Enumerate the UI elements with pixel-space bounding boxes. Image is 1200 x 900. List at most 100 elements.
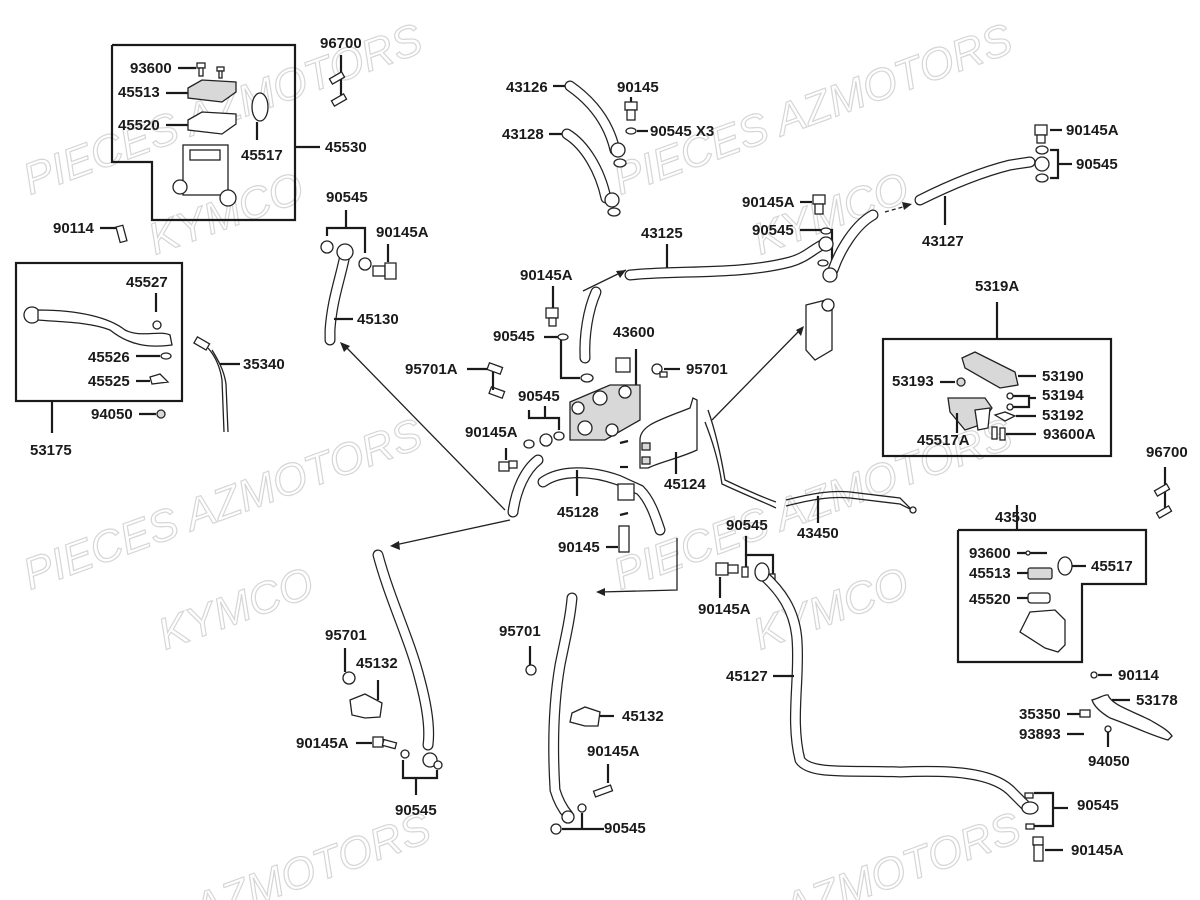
washer-icon: [550, 823, 562, 835]
bottom-left-hose-group: 95701 45132 90145A 90545: [296, 549, 443, 819]
master-cylinder-icon: [172, 144, 237, 207]
switch-icon: [149, 373, 170, 385]
bolt-icon: [1155, 505, 1173, 519]
washer-icon: [358, 257, 372, 271]
reservoir-cap-icon: [187, 79, 237, 103]
washer-icon: [1035, 173, 1049, 183]
arrow-icon: [711, 329, 801, 421]
bracket-icon: [639, 397, 698, 469]
nut-icon: [956, 377, 966, 387]
banjo-fitting-icon: [754, 562, 770, 582]
part-label: 43128: [502, 126, 544, 143]
part-label: 53192: [1042, 407, 1084, 424]
banjo-fitting-icon: [818, 236, 834, 252]
washer-icon: [400, 749, 410, 759]
arrow-icon: [394, 519, 511, 546]
right-lever-group: 90114 53178 35350 93893 94050 90545 9014…: [1019, 667, 1178, 862]
part-label: 90114: [53, 220, 95, 237]
top-hoses-group: 43126 43128 90145 90545 X3: [502, 79, 714, 217]
screw-icon: [991, 426, 998, 440]
washer-icon: [553, 431, 565, 441]
part-label: 45517: [241, 147, 283, 164]
clamp-icon: [1057, 556, 1073, 576]
fitting-icon: [610, 142, 626, 158]
clamp-icon: [251, 92, 269, 122]
arrow-icon: [599, 538, 678, 593]
screw-icon: [999, 427, 1006, 441]
bolt-icon: [486, 361, 506, 399]
part-label: 90545: [326, 189, 368, 206]
fitting-icon: [604, 192, 620, 208]
part-label: 94050: [91, 406, 133, 423]
part-label: 93600A: [1043, 426, 1096, 443]
banjo-fitting-icon: [561, 810, 575, 824]
bolt-icon: [328, 71, 348, 107]
brake-lever-icon: [1091, 694, 1173, 741]
banjo-fitting-icon: [336, 243, 354, 261]
caliper-icon: [805, 298, 835, 361]
hose-43125-group: 90145A 90545 43125: [582, 194, 879, 292]
arrowhead-icon: [616, 270, 626, 278]
part-label: 45127: [726, 668, 768, 685]
assembly-box: [956, 528, 1148, 664]
washer-icon: [820, 227, 832, 235]
parking-lever-assembly: 5319A 53193 53190 53194 53192 45517A 936…: [881, 278, 1113, 458]
watermark-text: KYMCO: [152, 558, 320, 659]
banjo-bolt-icon: [1034, 124, 1048, 144]
washer-icon: [433, 760, 443, 770]
part-label: 35350: [1019, 706, 1061, 723]
proportioning-valve-icon: [569, 384, 641, 441]
pin-icon: [1006, 403, 1014, 411]
part-label: 90545: [493, 328, 535, 345]
part-label: 95701: [499, 623, 541, 640]
part-label: 90545: [1076, 156, 1118, 173]
diaphragm-icon: [1027, 592, 1051, 604]
bolt-group: 96700: [320, 35, 362, 107]
watermark-text: AZMOTORS: [774, 803, 1027, 900]
part-label: 90545: [752, 222, 794, 239]
pin-icon: [1090, 671, 1098, 679]
part-label: 45527: [126, 274, 168, 291]
part-label: 90145A: [1066, 122, 1119, 139]
banjo-fitting-icon: [822, 267, 838, 283]
part-label: 45130: [357, 311, 399, 328]
washer-icon: [1035, 145, 1049, 155]
front-master-cylinder-assembly: 93600 45513 45520 45517 45530: [110, 43, 367, 222]
part-label: 45526: [88, 349, 130, 366]
hose-clamp-icon: [569, 706, 601, 727]
part-label: 90114: [1118, 667, 1160, 684]
part-label: 5319A: [975, 278, 1019, 295]
part-label: 45520: [969, 591, 1011, 608]
master-cylinder-icon: [1019, 609, 1066, 653]
part-label: 90145A: [742, 194, 795, 211]
banjo-bolt-icon: [372, 262, 397, 280]
screw-icon: [196, 62, 225, 79]
nut-icon: [156, 409, 166, 419]
assembly-box: [110, 43, 297, 222]
arrowhead-icon: [796, 326, 804, 336]
washer-icon: [625, 127, 637, 135]
part-label: 95701: [686, 361, 728, 378]
banjo-fitting-icon: [1034, 156, 1050, 172]
part-label: 90145A: [465, 424, 518, 441]
washer-icon: [523, 439, 535, 449]
diaphragm-icon: [187, 111, 237, 135]
part-label: 90145A: [1071, 842, 1124, 859]
washer-icon: [607, 207, 621, 217]
pin-icon: [1006, 392, 1014, 400]
assembly-box: [881, 337, 1113, 458]
cable-end-icon: [909, 506, 917, 514]
banjo-fitting-icon: [539, 433, 553, 447]
part-label: 53175: [30, 442, 72, 459]
switch-icon: [1079, 709, 1091, 718]
part-label: 53193: [892, 373, 934, 390]
part-label: 35340: [243, 356, 285, 373]
banjo-fitting-icon: [1021, 801, 1039, 815]
part-label: 45525: [88, 373, 130, 390]
plate-icon: [993, 411, 1017, 422]
part-label: 90545: [518, 388, 560, 405]
washer-icon: [613, 158, 627, 168]
part-label: 45513: [969, 565, 1011, 582]
bolt-icon: [651, 363, 668, 378]
screw-icon: [1025, 550, 1031, 556]
